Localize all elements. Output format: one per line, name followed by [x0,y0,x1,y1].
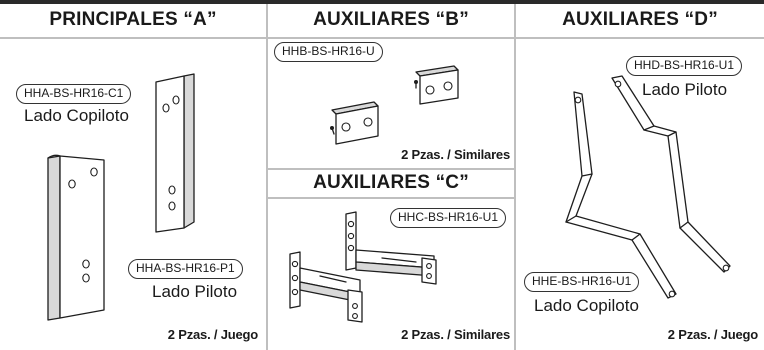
section-principales-a: PRINCIPALES “A” HHA-BS-HR16-C1 Lado Copi… [0,4,266,350]
top-border [0,0,764,4]
quantity-note-b: 2 Pzas. / Similares [401,147,510,162]
header-c-divider [268,197,514,199]
divider-b-c [268,168,514,170]
plate-b-front-drawing [330,101,379,145]
part-number-hhd: HHD-BS-HR16-U1 [626,56,743,76]
section-auxiliares-d: AUXILIARES “D” HHD-BS-HR16-U1 Lado Pilot… [516,4,764,350]
section-c-title: AUXILIARES “C” [313,172,469,193]
side-label-piloto-d: Lado Piloto [642,80,728,99]
side-label-copiloto-a: Lado Copiloto [24,106,129,125]
plate-b-back-drawing [414,65,459,105]
part-number-hha-c1: HHA-BS-HR16-C1 [16,84,132,104]
side-label-piloto-a: Lado Piloto [152,282,238,301]
quantity-note-d: 2 Pzas. / Juego [667,327,758,342]
quantity-note-c: 2 Pzas. / Similares [401,327,510,342]
bracket-c-lower-drawing [289,251,363,323]
divider-b-d [514,4,516,350]
part-number-hhe: HHE-BS-HR16-U1 [524,272,640,292]
section-auxiliares-b: AUXILIARES “B” HHB-BS-HR16-U 2 Pzas. / S… [268,4,514,168]
side-label-copiloto-d: Lado Copiloto [534,296,639,315]
bracket-copiloto-drawing [47,154,105,321]
section-auxiliares-c: AUXILIARES “C” HHC-BS-HR16-U1 [268,170,514,350]
part-number-hhc: HHC-BS-HR16-U1 [390,208,507,228]
bracket-c-upper-drawing [345,211,437,285]
section-d-title: AUXILIARES “D” [562,9,718,30]
section-a-title: PRINCIPALES “A” [49,9,217,30]
part-number-hha-p1: HHA-BS-HR16-P1 [128,259,243,279]
header-divider [0,37,764,39]
bracket-piloto-drawing [155,73,195,233]
divider-a-b [266,4,268,350]
section-b-title: AUXILIARES “B” [313,9,469,30]
strap-brackets-drawing [565,75,731,299]
part-number-hhb: HHB-BS-HR16-U [274,42,383,62]
quantity-note-a: 2 Pzas. / Juego [167,327,258,342]
